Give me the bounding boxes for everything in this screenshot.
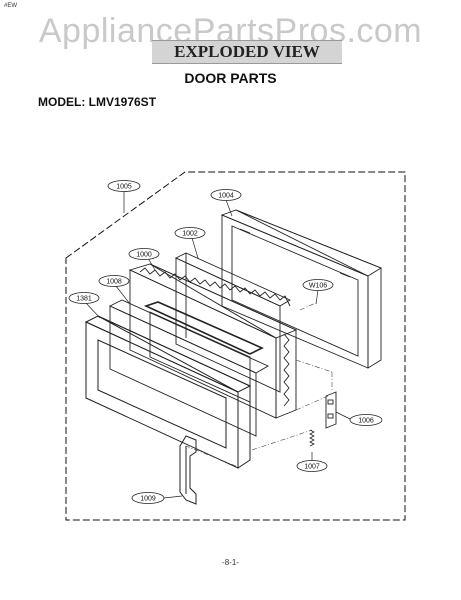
page-number: -8-1- <box>222 558 239 567</box>
callout-1004: 1004 <box>210 189 242 201</box>
svg-text:1009: 1009 <box>140 496 156 503</box>
callout-1006: 1006 <box>349 414 383 426</box>
leader-lines <box>85 191 351 499</box>
assembly-guides <box>185 301 333 467</box>
banner: EXPLODED VIEW <box>152 40 342 64</box>
callout-1007: 1007 <box>296 460 328 472</box>
door-handle <box>179 435 197 505</box>
svg-text:1008: 1008 <box>106 279 122 286</box>
svg-text:W106: W106 <box>309 283 327 290</box>
model-label: MODEL: LMV1976ST <box>38 95 157 109</box>
assembly-boundary <box>65 171 406 521</box>
door-screen <box>108 299 269 437</box>
svg-text:1007: 1007 <box>304 464 320 471</box>
door-latch <box>325 391 337 429</box>
callout-1000: 1000 <box>128 248 160 260</box>
banner-title: EXPLODED VIEW <box>174 42 320 61</box>
callout-1008: 1008 <box>98 275 130 287</box>
svg-text:1002: 1002 <box>182 231 198 238</box>
svg-text:1004: 1004 <box>218 193 234 200</box>
latch-spring <box>309 429 315 447</box>
door-front-panel <box>84 315 252 469</box>
svg-text:1381: 1381 <box>76 296 92 303</box>
callout-w106: W106 <box>302 279 334 291</box>
section-title: DOOR PARTS <box>184 70 277 86</box>
corner-code: #EW <box>4 3 18 9</box>
callout-1381: 1381 <box>68 292 100 304</box>
callout-1009: 1009 <box>131 492 165 504</box>
svg-text:1000: 1000 <box>136 252 152 259</box>
door-frame <box>128 263 298 419</box>
callout-1002: 1002 <box>174 227 206 239</box>
svg-text:1006: 1006 <box>358 418 374 425</box>
svg-text:1005: 1005 <box>116 184 132 191</box>
callout-1005: 1005 <box>107 180 141 192</box>
door-back-frame <box>220 209 382 369</box>
